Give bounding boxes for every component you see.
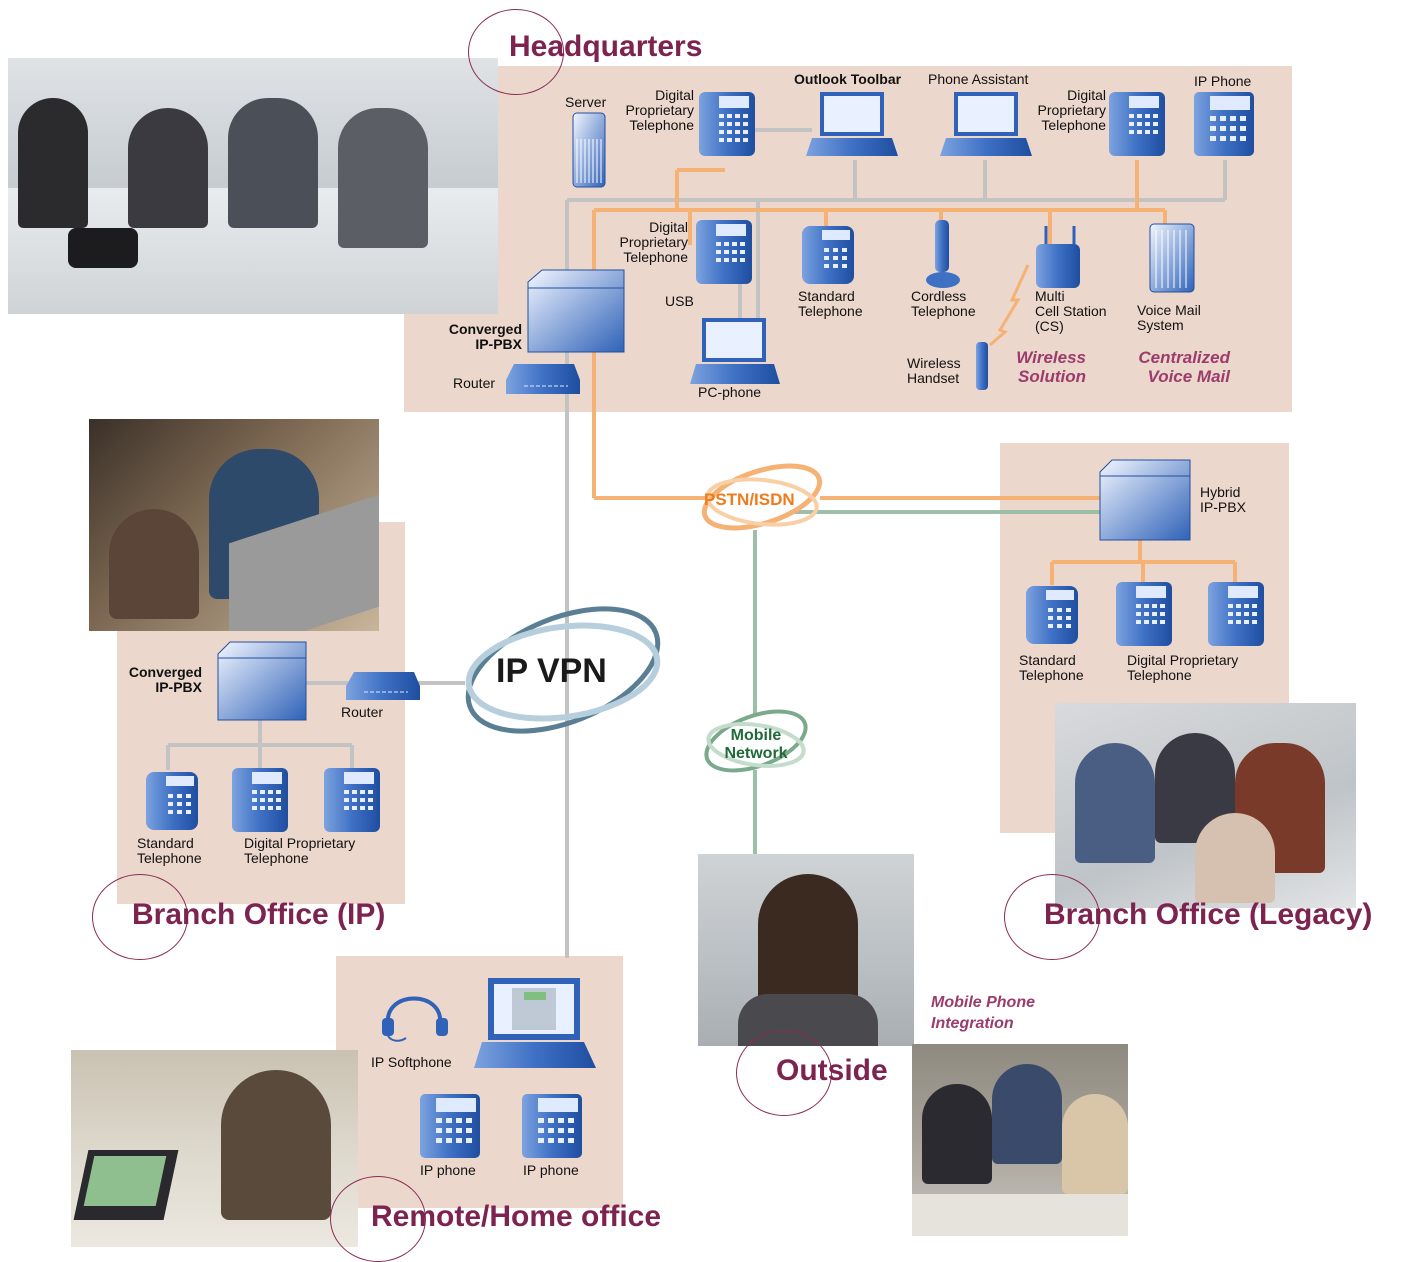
standard-phone-icon: [1026, 586, 1078, 644]
digital-phone-label: Digital Proprietary Telephone: [619, 219, 688, 265]
digital-phone-icon: [324, 768, 380, 832]
centralized-voice-mail-note: Centralized Voice Mail: [1138, 348, 1230, 386]
ip-vpn-label: IP VPN: [496, 652, 607, 690]
voice-mail-label: Voice Mail System: [1137, 302, 1201, 333]
headset-icon: [382, 996, 448, 1042]
mobile-network-label: Mobile Network: [724, 727, 788, 762]
wireless-handset-icon: [976, 342, 988, 390]
router-icon: [346, 672, 420, 700]
digital-phone-label: Digital Proprietary Telephone: [1037, 87, 1106, 133]
digital-phone-label: Digital Proprietary Telephone: [1127, 652, 1239, 683]
digital-phone-icon: [1208, 582, 1264, 646]
digital-phone-icon: [699, 92, 755, 156]
branch-ip-title: Branch Office (IP): [132, 898, 386, 931]
branch-legacy-title-ring: [1004, 874, 1100, 960]
ip-phone-icon: [522, 1094, 582, 1158]
server-label: Server: [565, 94, 607, 110]
converged-pbx-label: Converged IP-PBX: [128, 664, 202, 695]
ip-phone-icon: [1194, 92, 1254, 156]
wireless-handset-label: Wireless Handset: [907, 355, 961, 386]
laptop-icon: [806, 92, 898, 156]
outlook-toolbar-label: Outlook Toolbar: [794, 71, 902, 87]
cafe-photo: [912, 1044, 1128, 1236]
digital-phone-icon: [232, 768, 288, 832]
branch-legacy-title: Branch Office (Legacy): [1044, 898, 1373, 931]
server-icon: [572, 112, 606, 188]
converged-pbx-label: Converged IP-PBX: [448, 321, 522, 352]
remote-title: Remote/Home office: [371, 1200, 662, 1233]
headquarters-title: Headquarters: [509, 30, 703, 63]
softphone-label: IP Softphone: [371, 1054, 452, 1070]
headquarters-title-ring: [468, 9, 564, 95]
outside-title: Outside: [776, 1054, 888, 1087]
standard-phone-label: Standard Telephone: [1019, 652, 1084, 683]
remote-office-photo: [71, 1050, 358, 1247]
ip-phone-label: IP phone: [420, 1162, 476, 1178]
standard-phone-icon: [802, 226, 854, 284]
pstn-isdn-label: PSTN/ISDN: [704, 490, 795, 509]
digital-phone-icon: [1109, 92, 1165, 156]
digital-phone-label: Digital Proprietary Telephone: [625, 87, 694, 133]
voice-mail-system-icon: [1149, 223, 1195, 293]
mobile-phone-integration-note: Mobile Phone Integration: [931, 994, 1035, 1032]
outside-title-ring: [736, 1030, 832, 1116]
ip-phone-label: IP phone: [523, 1162, 579, 1178]
branch-ip-title-ring: [92, 874, 188, 960]
digital-phone-label: Digital Proprietary Telephone: [244, 835, 356, 866]
standard-phone-label: Standard Telephone: [137, 835, 202, 866]
ip-phone-label: IP Phone: [1194, 73, 1252, 89]
converged-pbx-icon: [527, 269, 625, 353]
multi-cell-station-label: Multi Cell Station (CS): [1035, 288, 1107, 334]
usb-label: USB: [665, 293, 694, 309]
ip-phone-icon: [420, 1094, 480, 1158]
softphone-laptop-icon: [474, 978, 596, 1068]
digital-phone-icon: [1116, 582, 1172, 646]
wireless-solution-note: Wireless Solution: [1016, 348, 1086, 386]
headquarters-meeting-photo: [8, 58, 498, 314]
pc-phone-laptop-icon: [690, 318, 780, 384]
pc-phone-label: PC-phone: [698, 384, 762, 400]
branch-ip-photo: [89, 419, 379, 631]
phone-assistant-label: Phone Assistant: [928, 71, 1029, 87]
laptop-icon: [940, 92, 1032, 156]
outside-photo: [698, 854, 914, 1046]
cordless-phone-icon: [926, 220, 960, 288]
hybrid-pbx-icon: [1099, 459, 1191, 541]
digital-phone-icon: [696, 220, 752, 284]
router-icon: [506, 364, 580, 394]
branch-legacy-photo: [1055, 703, 1356, 908]
cell-station-icon: [1036, 226, 1080, 288]
cordless-phone-label: Cordless Telephone: [911, 288, 976, 319]
standard-phone-icon: [146, 772, 198, 830]
router-label: Router: [341, 704, 384, 720]
hybrid-pbx-label: Hybrid IP-PBX: [1200, 484, 1246, 515]
converged-pbx-icon: [217, 641, 307, 721]
router-label: Router: [453, 375, 496, 391]
standard-phone-label: Standard Telephone: [798, 288, 863, 319]
